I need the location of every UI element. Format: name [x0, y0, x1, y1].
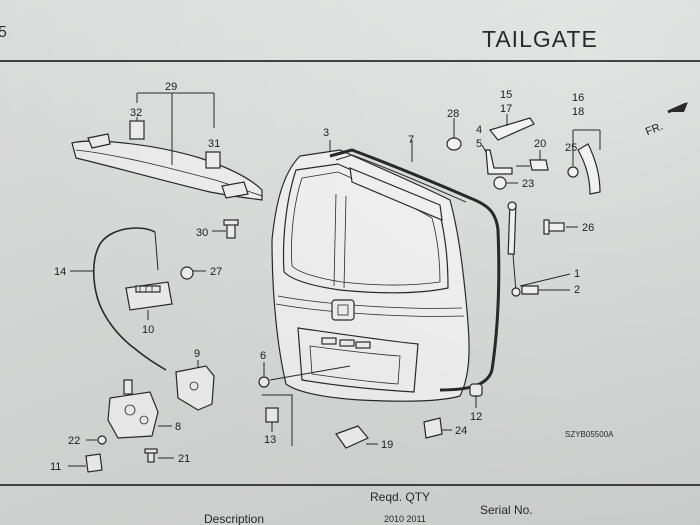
- callout-3: 3: [323, 127, 329, 139]
- leader-line: [269, 365, 351, 381]
- diagram-code: SZYB05500A: [565, 430, 614, 439]
- lock-cylinder-part: [125, 281, 173, 311]
- callout-19: 19: [381, 439, 393, 451]
- bolt-part: [144, 448, 158, 463]
- callout-26: 26: [582, 222, 594, 234]
- front-direction-label: FR.: [644, 120, 665, 138]
- callout-2: 2: [574, 284, 580, 296]
- page-edge-mark: 5: [0, 24, 7, 41]
- bracket-part: [485, 149, 513, 175]
- callout-15: 15: [500, 89, 512, 101]
- gas-strut-part: [507, 201, 521, 297]
- front-direction-arrow-icon: [667, 102, 688, 114]
- callout-24: 24: [455, 425, 467, 437]
- hinge-part: [488, 117, 535, 141]
- grommet-part: [180, 266, 194, 280]
- callout-16: 16: [572, 92, 584, 104]
- bolt-part: [543, 219, 565, 235]
- cover-part: [265, 407, 279, 423]
- callout-1: 1: [574, 268, 580, 280]
- reqd-qty-header: Reqd. QTY: [370, 490, 431, 504]
- callout-22: 22: [68, 435, 80, 447]
- callout-12: 12: [470, 411, 482, 423]
- clip-part: [205, 151, 221, 169]
- callout-27: 27: [210, 266, 222, 278]
- callout-30: 30: [196, 227, 208, 239]
- callout-18: 18: [572, 106, 584, 118]
- actuator-part: [175, 365, 215, 411]
- callout-25: 25: [565, 142, 577, 154]
- callout-32: 32: [130, 107, 142, 119]
- trim-part: [577, 143, 601, 195]
- callout-11: 11: [50, 461, 61, 473]
- callout-20: 20: [534, 138, 546, 150]
- clip-part: [129, 120, 145, 140]
- callout-17: 17: [500, 103, 512, 115]
- stopper-part: [469, 383, 483, 397]
- upper-frame-part: [349, 167, 443, 221]
- header-rule: [0, 60, 700, 62]
- fastener-part: [529, 159, 549, 171]
- nut-part: [258, 376, 270, 388]
- callout-13: 13: [264, 434, 276, 446]
- footer-rule: [0, 484, 700, 486]
- screw-part: [97, 435, 107, 445]
- callout-5: 5: [476, 138, 482, 150]
- cap-part: [446, 137, 462, 151]
- bumper-part: [423, 417, 443, 439]
- page-title: TAILGATE: [482, 26, 598, 52]
- callout-6: 6: [260, 350, 266, 362]
- callout-31: 31: [208, 138, 220, 150]
- nut-part: [493, 176, 507, 190]
- callout-28: 28: [447, 108, 459, 120]
- tailgate-panel: [271, 149, 470, 402]
- spoiler-part: [71, 133, 263, 201]
- bracket-part: [85, 453, 103, 473]
- callout-29: 29: [165, 81, 177, 93]
- model-years-header: 2010 2011: [384, 514, 426, 524]
- callout-10: 10: [142, 324, 154, 336]
- bolt-part: [223, 219, 239, 239]
- callout-7: 7: [408, 134, 414, 146]
- callout-21: 21: [178, 453, 190, 465]
- switch-part: [335, 425, 369, 449]
- callout-4: 4: [476, 124, 482, 136]
- callout-8: 8: [175, 421, 181, 433]
- strut-bolt-part: [521, 285, 539, 295]
- callout-14: 14: [54, 266, 66, 278]
- callout-9: 9: [194, 348, 200, 360]
- serial-no-header: Serial No.: [480, 503, 533, 517]
- leader-line: [262, 394, 293, 446]
- clip-part: [567, 166, 579, 178]
- callout-23: 23: [522, 178, 534, 190]
- latch-part: [107, 379, 159, 439]
- release-cable-part: [92, 227, 167, 371]
- leader-line: [481, 144, 487, 153]
- weatherstrip-part: [329, 148, 501, 392]
- description-header: Description: [204, 512, 265, 525]
